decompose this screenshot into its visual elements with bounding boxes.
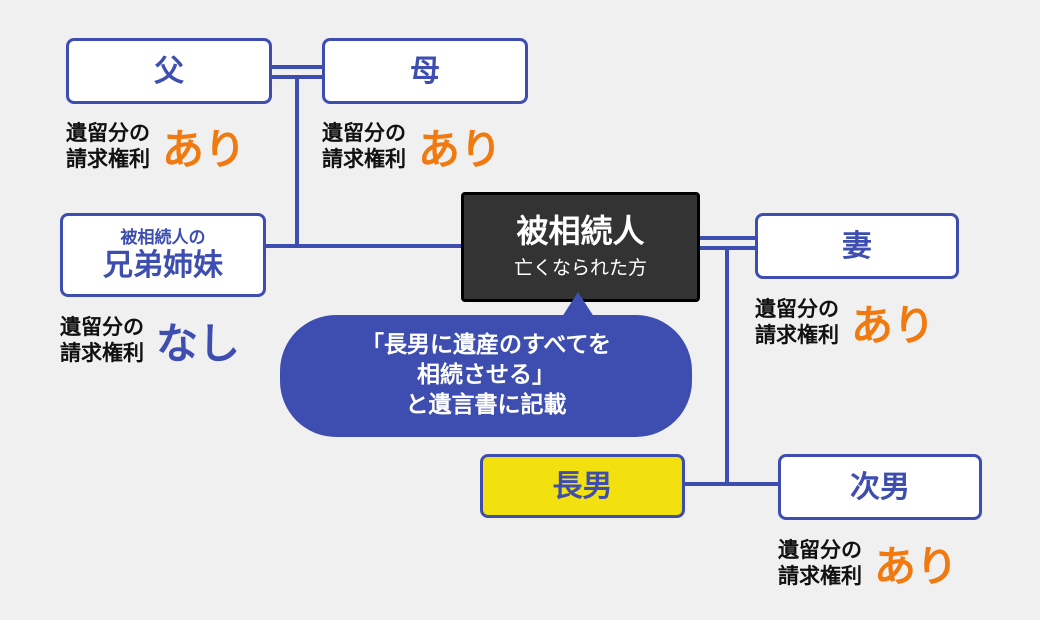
bubble-line1: 「長男に遺産のすべてを <box>360 332 611 359</box>
father-box: 父 <box>66 38 272 104</box>
eldest-son-label: 長男 <box>552 468 613 504</box>
siblings-sub-label: 被相続人の <box>120 228 206 249</box>
deceased-title: 被相続人 <box>516 211 645 250</box>
claim-label: 遺留分の 請求権利 <box>60 315 144 365</box>
claim-label-line2: 請求権利 <box>60 340 144 365</box>
claim-label-line1: 遺留分の <box>60 315 144 340</box>
claim-label-line2: 請求権利 <box>322 146 406 171</box>
second-son-box: 次男 <box>778 454 982 520</box>
siblings-box: 被相続人の 兄弟姉妹 <box>60 213 266 297</box>
second-son-label: 次男 <box>850 469 910 505</box>
spouse-box: 妻 <box>755 213 959 279</box>
claim-value-yes: あり <box>162 125 247 174</box>
mother-label: 母 <box>410 53 440 89</box>
bubble-line2: 相続させる」 <box>417 362 555 389</box>
claim-label-line1: 遺留分の <box>755 297 839 322</box>
mother-box: 母 <box>322 38 528 104</box>
eldest-son-box: 長男 <box>480 454 685 518</box>
claim-label: 遺留分の 請求権利 <box>66 121 150 171</box>
siblings-claim: 遺留分の 請求権利 なし <box>60 310 240 371</box>
deceased-box: 被相続人 亡くなられた方 <box>461 192 700 302</box>
claim-value-yes: あり <box>418 125 503 174</box>
claim-value-no: なし <box>156 319 241 368</box>
claim-label-line1: 遺留分の <box>322 121 406 146</box>
father-label: 父 <box>154 53 184 89</box>
claim-label-line1: 遺留分の <box>66 121 150 146</box>
claim-value-yes: あり <box>874 542 959 591</box>
claim-label: 遺留分の 請求権利 <box>322 121 406 171</box>
claim-label-line2: 請求権利 <box>755 322 839 347</box>
deceased-sub-label: 亡くなられた方 <box>513 257 647 280</box>
siblings-label: 兄弟姉妹 <box>103 247 223 283</box>
claim-label: 遺留分の 請求権利 <box>755 297 839 347</box>
bubble-line3: と遺言書に記載 <box>405 391 567 418</box>
claim-value-yes: あり <box>851 301 936 350</box>
second-son-claim: 遺留分の 請求権利 あり <box>778 533 958 594</box>
claim-label-line1: 遺留分の <box>778 538 862 563</box>
claim-label: 遺留分の 請求権利 <box>778 538 862 588</box>
claim-label-line2: 請求権利 <box>778 563 862 588</box>
spouse-label: 妻 <box>842 228 872 264</box>
claim-label-line2: 請求権利 <box>66 146 150 171</box>
spouse-claim: 遺留分の 請求権利 あり <box>755 292 935 353</box>
will-note-bubble: 「長男に遺産のすべてを 相続させる」 と遺言書に記載 <box>280 315 692 437</box>
father-claim: 遺留分の 請求権利 あり <box>66 116 246 177</box>
mother-claim: 遺留分の 請求権利 あり <box>322 116 502 177</box>
